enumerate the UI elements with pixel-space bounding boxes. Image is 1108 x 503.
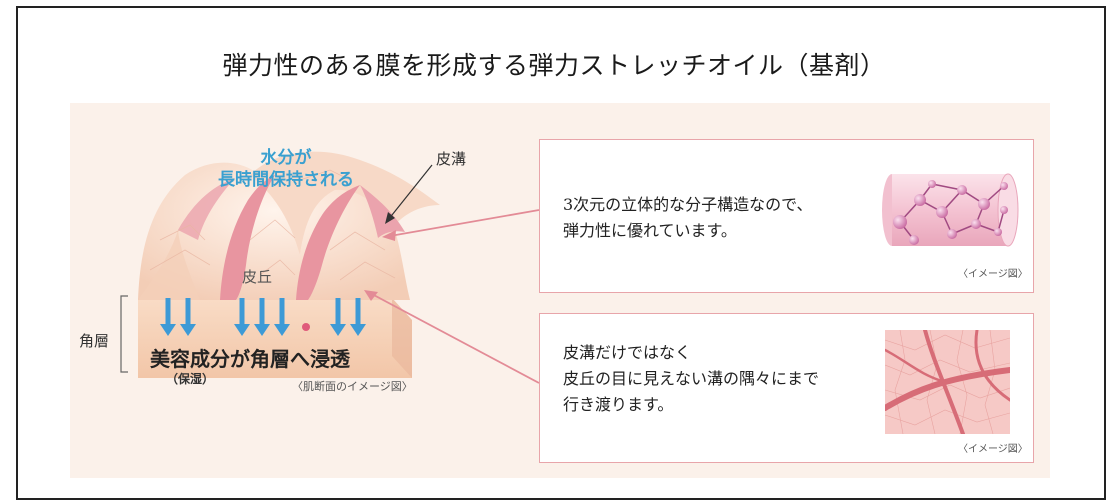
penetration-label: 美容成分が角層へ浸透 [150, 347, 350, 371]
coverage-line2: 皮丘の目に見えない溝の隅々にまで [563, 369, 820, 388]
molecule-tube-image [882, 173, 1019, 247]
water-line1: 水分が [260, 148, 312, 168]
pink-connectors [369, 209, 540, 384]
water-retention-label: 水分が 長時間保持される [186, 147, 386, 191]
page-title: 弾力性のある膜を形成する弾力ストレッチオイル（基剤） [222, 51, 886, 80]
structure-line2: 弾力性に優れています。 [563, 221, 737, 240]
structure-text: 3次元の立体的な分子構造なので、 弾力性に優れています。 [563, 192, 813, 244]
coverage-line1: 皮溝だけではなく [563, 343, 692, 362]
skin-surface [138, 151, 440, 300]
hikyu-label: 皮丘 [242, 268, 273, 286]
skin-texture-image [885, 330, 1010, 434]
moisturizing-label: （保湿） [166, 372, 215, 386]
structure-line1: 3次元の立体的な分子構造なので、 [563, 195, 813, 214]
penetration-arrows [160, 298, 366, 336]
structure-image-caption: 〈イメージ図〉 [958, 269, 1028, 280]
texture-image-caption: 〈イメージ図〉 [958, 444, 1028, 455]
coverage-text: 皮溝だけではなく 皮丘の目に見えない溝の隅々にまで 行き渡ります。 [563, 340, 819, 418]
coverage-line3: 行き渡ります。 [563, 395, 674, 414]
groove-pointer [385, 164, 433, 224]
stratum-block [138, 298, 412, 378]
water-line2: 長時間保持される [218, 170, 354, 190]
stratum-bracket [120, 295, 128, 373]
hikou-label: 皮溝 [436, 150, 467, 168]
skin-caption: 〈肌断面のイメージ図〉 [292, 380, 413, 393]
kakuso-label: 角層 [79, 332, 110, 350]
